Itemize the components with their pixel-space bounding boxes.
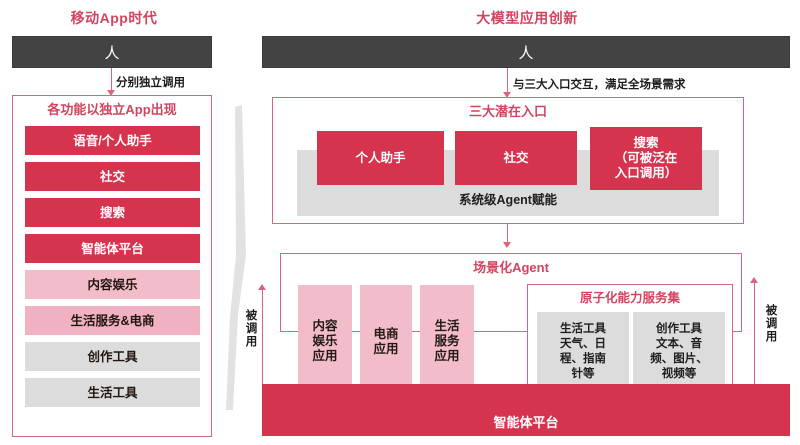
left-person-bar: 人: [12, 36, 212, 68]
right-invoke-label: 被调用: [765, 305, 778, 343]
tool-box-creation-tools[interactable]: 创作工具 文本、音 频、图片、 视频等: [633, 312, 725, 392]
list-item[interactable]: 语音/个人助手: [25, 126, 200, 155]
right-invoke-line: [754, 282, 756, 400]
entries-to-agent-arrow: [503, 242, 511, 248]
right-person-bar: 人: [262, 36, 790, 68]
left-connector-label: 分别独立调用: [116, 77, 185, 89]
list-item[interactable]: 内容娱乐: [25, 270, 200, 299]
left-connector-line: [111, 68, 113, 92]
left-invoke-arrow: [258, 284, 266, 290]
list-item[interactable]: 社交: [25, 162, 200, 191]
platform-bar: 智能体平台: [262, 384, 790, 436]
left-section-title: 移动App时代: [70, 10, 158, 26]
list-item[interactable]: 创作工具: [25, 342, 200, 371]
right-connector-label: 与三大入口交互，满足全场景需求: [513, 79, 686, 91]
right-connector-arrow: [503, 92, 511, 98]
right-invoke-arrow: [750, 277, 758, 283]
right-connector-line: [507, 68, 509, 94]
entry-box-social[interactable]: 社交: [455, 131, 577, 185]
tool-box-life-tools[interactable]: 生活工具 天气、日 程、指南 针等: [537, 312, 629, 392]
entries-panel-title: 三大潜在入口: [468, 104, 547, 119]
left-connector-arrow: [107, 90, 115, 96]
entries-to-agent-line: [507, 224, 509, 246]
apps-link-line: [293, 331, 533, 333]
agent-panel-title: 场景化Agent: [473, 260, 549, 275]
app-box-life-service[interactable]: 生活 服务 应用: [420, 285, 474, 398]
entry-box-search[interactable]: 搜索 （可被泛在 入口调用）: [590, 127, 702, 190]
left-invoke-label: 被调用: [245, 310, 258, 348]
left-invoke-line: [262, 289, 264, 401]
list-item[interactable]: 智能体平台: [25, 234, 200, 263]
system-agent-band-label: 系统级Agent赋能: [459, 193, 557, 207]
transition-arrow-icon: [226, 105, 246, 410]
entry-box-personal-assistant[interactable]: 个人助手: [317, 131, 444, 185]
list-item[interactable]: 搜索: [25, 198, 200, 227]
app-box-ecommerce[interactable]: 电商 应用: [360, 285, 412, 398]
left-apps-list: 语音/个人助手 社交 搜索 智能体平台 内容娱乐 生活服务&电商 创作工具 生活…: [25, 126, 200, 426]
left-panel-title: 各功能以独立App出现: [47, 102, 177, 117]
list-item[interactable]: 生活工具: [25, 378, 200, 407]
list-item[interactable]: 生活服务&电商: [25, 306, 200, 335]
atomic-services-title: 原子化能力服务集: [579, 291, 680, 305]
app-box-content-entertainment[interactable]: 内容 娱乐 应用: [298, 285, 352, 398]
right-section-title: 大模型应用创新: [476, 10, 578, 26]
